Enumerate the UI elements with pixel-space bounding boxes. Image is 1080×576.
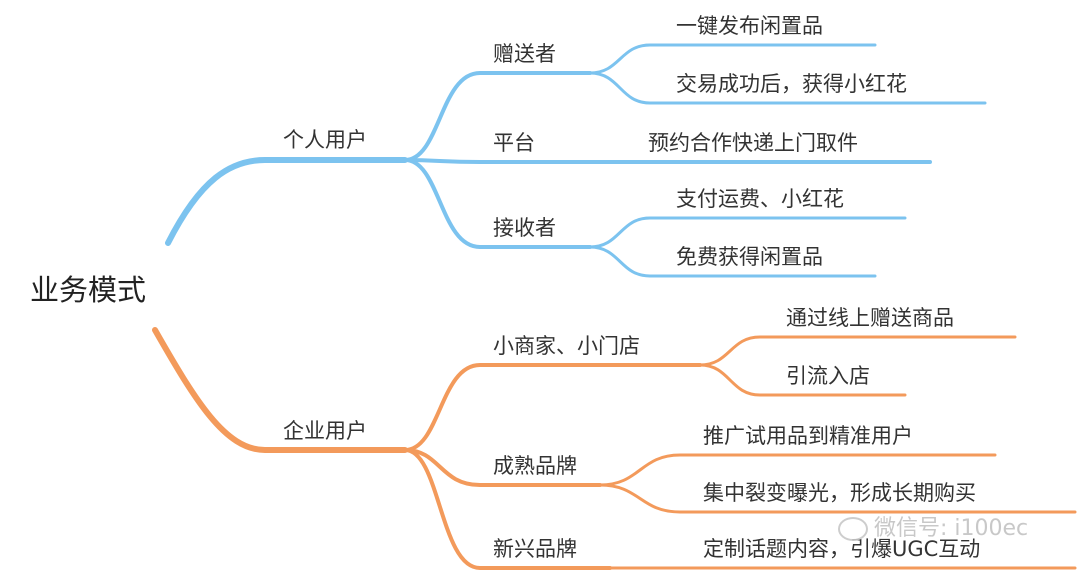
leaf: 推广试用品到精准用户	[703, 424, 913, 448]
leaf: 交易成功后，获得小红花	[676, 72, 907, 96]
node-giver: 赠送者	[493, 42, 556, 66]
leaf: 支付运费、小红花	[676, 187, 844, 211]
leaf: 免费获得闲置品	[676, 245, 823, 269]
enterprise-branches	[152, 327, 1077, 570]
node-personal: 个人用户	[283, 128, 367, 152]
leaf: 通过线上赠送商品	[786, 306, 954, 330]
branch-platform	[403, 158, 932, 164]
leaf: 预约合作快递上门取件	[648, 131, 858, 155]
leaf-line	[588, 245, 877, 278]
branch-emerging-brand	[403, 448, 612, 570]
personal-branches	[165, 43, 987, 278]
branch-root-personal	[165, 157, 408, 246]
leaf-line	[588, 71, 987, 105]
branch-giver	[403, 71, 592, 162]
branch-receiver	[403, 158, 592, 249]
leaf: 集中裂变曝光，形成长期购买	[703, 481, 976, 505]
leaf-line	[698, 363, 907, 397]
node-enterprise: 企业用户	[283, 419, 367, 443]
node-receiver: 接收者	[493, 216, 556, 240]
leaf: 定制话题内容，引爆UGC互动	[703, 537, 981, 561]
branch-root-enterprise	[152, 327, 408, 453]
leaf: 一键发布闲置品	[676, 14, 823, 38]
branch-mature-brand	[403, 448, 602, 487]
node-mature-brand: 成熟品牌	[493, 454, 577, 478]
leaf-line	[588, 216, 907, 249]
root-node: 业务模式	[30, 273, 147, 307]
wechat-icon	[838, 517, 868, 541]
leaf-line	[698, 335, 1017, 367]
node-small-merchant: 小商家、小门店	[493, 334, 640, 358]
node-platform: 平台	[493, 131, 535, 155]
leaf: 引流入店	[786, 364, 870, 388]
leaf-line	[598, 453, 997, 487]
watermark-text: 微信号: i100ec	[874, 516, 1029, 541]
leaf-line	[598, 483, 1077, 514]
branch-small-merchant	[403, 363, 702, 452]
node-emerging-brand: 新兴品牌	[493, 537, 577, 561]
leaf-line	[588, 43, 877, 75]
watermark: 微信号: i100ec	[838, 510, 1028, 542]
